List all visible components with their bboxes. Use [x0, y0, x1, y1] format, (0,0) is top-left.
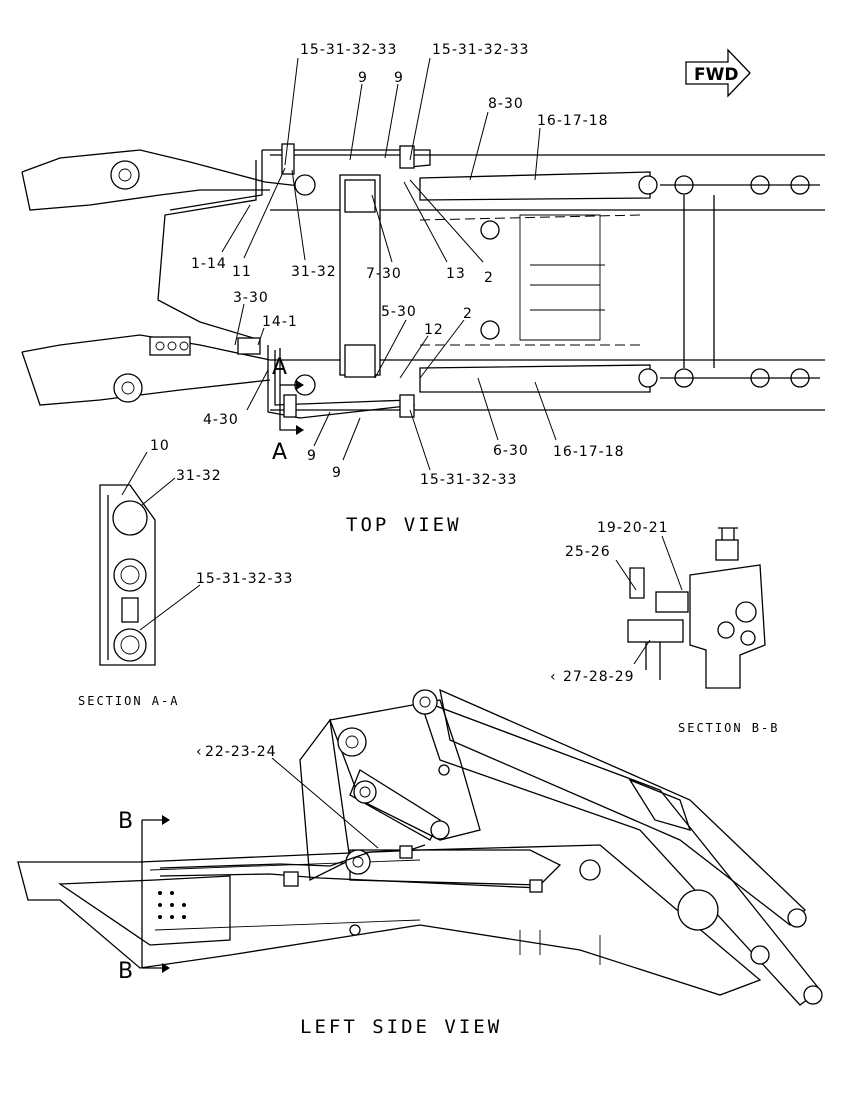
- left-side-view-title: LEFT SIDE VIEW: [300, 1016, 502, 1038]
- fwd-label: FWD: [694, 65, 738, 85]
- callout-top-2: 15-31-32-33: [432, 42, 529, 58]
- callout-top-16: 12: [424, 322, 444, 338]
- section-bb-drawing: 19-20-21 25-26 ‹ 27-28-29: [550, 520, 766, 689]
- callout-top-4: 9: [394, 70, 404, 86]
- truncation-mark-1: ‹: [550, 669, 557, 685]
- callout-top-11: 13: [446, 266, 466, 282]
- callout-top-18: 4-30: [203, 412, 239, 428]
- section-a-letter-top: A: [272, 355, 287, 380]
- callout-top-15: 5-30: [381, 304, 417, 320]
- callout-aa-1: 10: [150, 438, 170, 454]
- callout-top-8: 11: [232, 264, 252, 280]
- callout-top-20: 9: [332, 465, 342, 481]
- callout-bb-2: 25-26: [565, 544, 611, 560]
- callout-top-23: 16-17-18: [553, 444, 625, 460]
- section-b-marker: B B: [118, 809, 170, 984]
- callout-top-13: 3-30: [233, 290, 269, 306]
- callout-top-5: 8-30: [488, 96, 524, 112]
- callout-top-6: 16-17-18: [537, 113, 609, 129]
- truncation-mark-2: ‹: [196, 744, 203, 760]
- section-b-letter-bottom: B: [118, 959, 133, 984]
- callout-side-1: 22-23-24: [205, 744, 277, 760]
- callout-top-7: 1-14: [191, 256, 227, 272]
- callout-top-17: 2: [463, 306, 473, 322]
- callout-bb-1: 19-20-21: [597, 520, 669, 536]
- callout-bb-3: 27-28-29: [563, 669, 635, 685]
- top-view-title: TOP VIEW: [346, 514, 462, 536]
- left-side-view-drawing: ‹ 22-23-24: [17, 688, 823, 1006]
- fwd-arrow-icon: FWD: [685, 48, 751, 98]
- section-a-marker: A A: [272, 348, 304, 465]
- callout-aa-3: 15-31-32-33: [196, 571, 293, 587]
- callout-top-12: 2: [484, 270, 494, 286]
- callout-top-14: 14-1: [262, 314, 298, 330]
- callout-top-21: 15-31-32-33: [420, 472, 517, 488]
- callout-top-10: 7-30: [366, 266, 402, 282]
- section-bb-title: SECTION B-B: [678, 721, 779, 735]
- callout-top-3: 9: [358, 70, 368, 86]
- callout-aa-2: 31-32: [176, 468, 222, 484]
- section-b-letter-top: B: [118, 809, 133, 834]
- section-aa-drawing: 10 31-32 15-31-32-33: [99, 438, 293, 666]
- callout-top-1: 15-31-32-33: [300, 42, 397, 58]
- callout-top-19: 9: [307, 448, 317, 464]
- section-aa-title: SECTION A-A: [78, 694, 179, 708]
- callout-top-22: 6-30: [493, 443, 529, 459]
- callout-top-9: 31-32: [291, 264, 337, 280]
- top-view-frame: [21, 143, 825, 419]
- section-a-letter-bottom: A: [272, 440, 287, 465]
